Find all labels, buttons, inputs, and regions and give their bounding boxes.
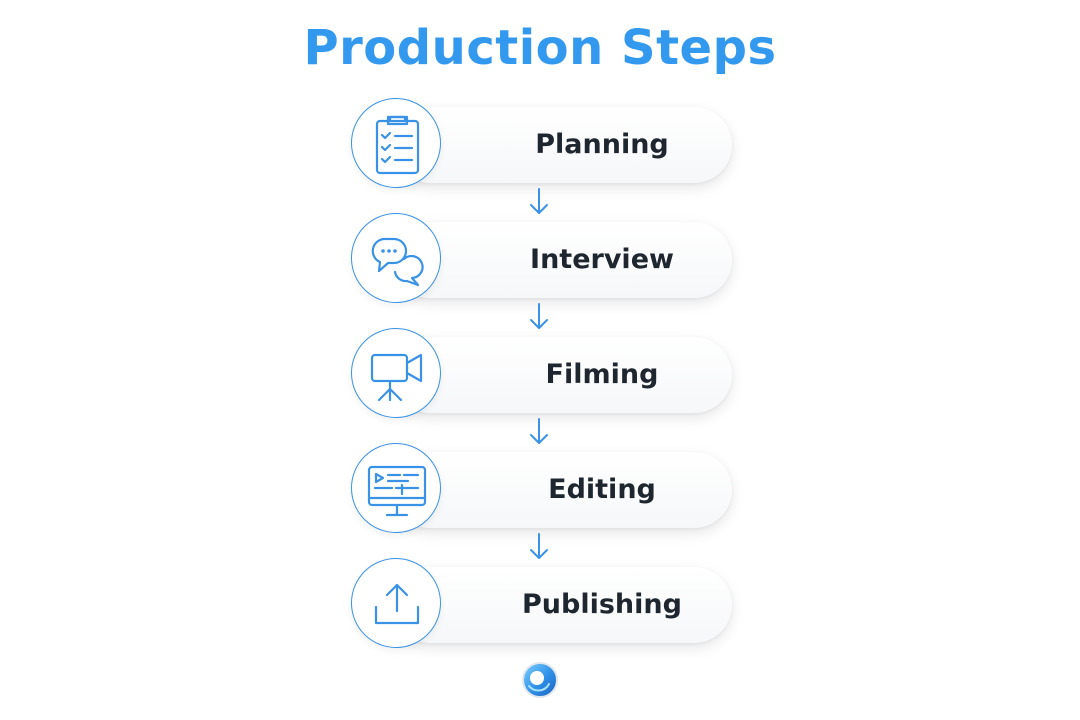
step-pill: Filming — [392, 337, 732, 413]
step-publishing: Publishing — [350, 557, 734, 651]
upload-tray-icon — [351, 558, 441, 648]
video-camera-tripod-icon — [351, 328, 441, 418]
diagram-title: Production Steps — [303, 20, 777, 76]
arrow-down-icon — [530, 533, 548, 559]
step-label: Interview — [530, 244, 674, 275]
step-filming: Filming — [350, 327, 734, 421]
step-interview: Interview — [350, 212, 734, 306]
clipboard-checklist-icon — [351, 98, 441, 188]
step-pill: Planning — [392, 107, 732, 183]
step-pill: Publishing — [392, 567, 732, 643]
step-label: Publishing — [522, 589, 682, 620]
step-editing: Editing — [350, 442, 734, 536]
step-pill: Interview — [392, 222, 732, 298]
chat-bubbles-icon — [351, 213, 441, 303]
step-label: Editing — [548, 474, 656, 505]
monitor-editing-timeline-icon — [351, 443, 441, 533]
arrow-down-icon — [530, 418, 548, 444]
step-label: Planning — [535, 129, 669, 160]
step-pill: Editing — [392, 452, 732, 528]
arrow-down-icon — [530, 303, 548, 329]
logo-icon — [522, 662, 558, 698]
step-planning: Planning — [350, 97, 734, 191]
arrow-down-icon — [530, 188, 548, 214]
step-label: Filming — [545, 359, 659, 390]
